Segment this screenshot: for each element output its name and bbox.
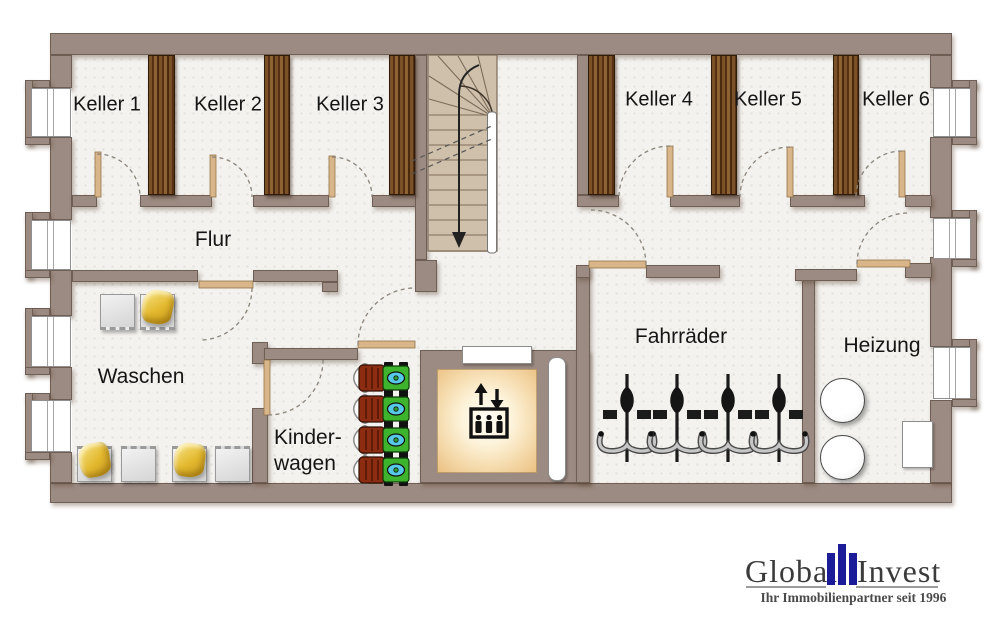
- logo-building-bar: [838, 544, 846, 585]
- wall: [952, 339, 977, 347]
- room-label-keller5: Keller 5: [734, 88, 802, 111]
- room-label-flur: Flur: [194, 227, 232, 251]
- wall: [72, 195, 97, 207]
- room-label-fahrraeder: Fahrräder: [634, 324, 728, 348]
- wall: [795, 269, 857, 281]
- wall: [576, 265, 590, 483]
- logo-building-bar: [827, 553, 835, 585]
- window: [31, 88, 71, 137]
- wall: [25, 270, 50, 278]
- elevator-door: [462, 346, 532, 364]
- wall: [930, 400, 952, 483]
- wall: [415, 55, 427, 260]
- wall: [415, 260, 437, 292]
- wall: [25, 308, 50, 316]
- room-label-keller6: Keller 6: [862, 88, 930, 111]
- wall: [50, 33, 952, 55]
- wall: [50, 452, 72, 483]
- window: [933, 347, 971, 399]
- wall: [50, 367, 72, 400]
- room-label-kinderwagen-1: Kinder-: [274, 425, 342, 449]
- storage-partition-wall: [588, 55, 615, 195]
- wall: [25, 452, 50, 460]
- wall: [577, 195, 619, 207]
- logo-rule: [856, 586, 938, 588]
- heating-unit-box: [902, 421, 933, 468]
- wall: [72, 270, 198, 282]
- wall: [905, 195, 932, 207]
- wall: [25, 212, 33, 278]
- room-label-heizung: Heizung: [843, 333, 921, 357]
- global-invest-logo: Global Invest Ihr Immobilienpartner seit…: [735, 542, 980, 617]
- room-label-kinderwagen-2: wagen: [274, 451, 336, 475]
- wall: [969, 80, 977, 145]
- wall: [25, 393, 33, 460]
- wall: [322, 282, 338, 292]
- washing-machine: [121, 446, 156, 482]
- wall: [140, 195, 212, 207]
- wall: [253, 270, 338, 282]
- wall: [576, 265, 590, 278]
- window: [933, 88, 971, 137]
- wall: [50, 137, 72, 220]
- wall: [372, 195, 417, 207]
- wall: [952, 399, 977, 407]
- wall: [50, 483, 952, 503]
- storage-partition-wall: [264, 55, 290, 195]
- wall: [930, 137, 952, 218]
- wall: [802, 270, 815, 483]
- window: [31, 316, 71, 367]
- washing-machine: [100, 294, 135, 330]
- wall: [252, 408, 268, 483]
- wall: [50, 270, 72, 316]
- wall: [25, 80, 50, 88]
- room-label-keller4: Keller 4: [625, 88, 693, 111]
- room-label-waschen: Waschen: [97, 364, 185, 388]
- logo-tagline: Ihr Immobilienpartner seit 1996: [760, 590, 947, 605]
- wall: [930, 55, 952, 88]
- wall: [905, 263, 932, 278]
- wall: [25, 80, 33, 145]
- wall: [25, 212, 50, 220]
- wall: [952, 210, 977, 218]
- logo-word-global: Global: [745, 553, 839, 589]
- wall: [264, 348, 358, 360]
- wall: [50, 55, 72, 88]
- window: [933, 218, 971, 259]
- window: [31, 400, 71, 452]
- wall: [25, 367, 50, 375]
- wall: [646, 265, 720, 278]
- storage-partition-wall: [833, 55, 859, 195]
- wall: [25, 137, 50, 145]
- wall: [790, 195, 865, 207]
- wall: [930, 257, 952, 347]
- wall: [670, 195, 740, 207]
- storage-partition-wall: [148, 55, 175, 195]
- storage-partition-wall: [711, 55, 737, 195]
- room-label-keller1: Keller 1: [73, 93, 141, 116]
- heating-tank: [820, 435, 865, 480]
- wall: [969, 339, 977, 407]
- wall: [969, 210, 977, 267]
- wall: [952, 259, 977, 267]
- room-label-keller2: Keller 2: [194, 93, 262, 116]
- wall: [253, 195, 329, 207]
- floor-area: [72, 55, 933, 483]
- logo-building-bar: [849, 553, 857, 585]
- wall: [25, 393, 50, 401]
- washing-machine: [215, 446, 250, 482]
- room-label-keller3: Keller 3: [316, 93, 384, 116]
- logo-rule: [746, 586, 826, 588]
- shaft-door-panel: [548, 357, 566, 481]
- wall: [25, 308, 33, 375]
- window: [31, 220, 71, 270]
- wall: [577, 55, 590, 195]
- wall: [952, 80, 977, 88]
- logo-word-invest: Invest: [857, 553, 942, 589]
- wall: [952, 137, 977, 145]
- elevator-cab: [437, 369, 537, 473]
- storage-partition-wall: [389, 55, 415, 195]
- heating-tank: [820, 378, 865, 423]
